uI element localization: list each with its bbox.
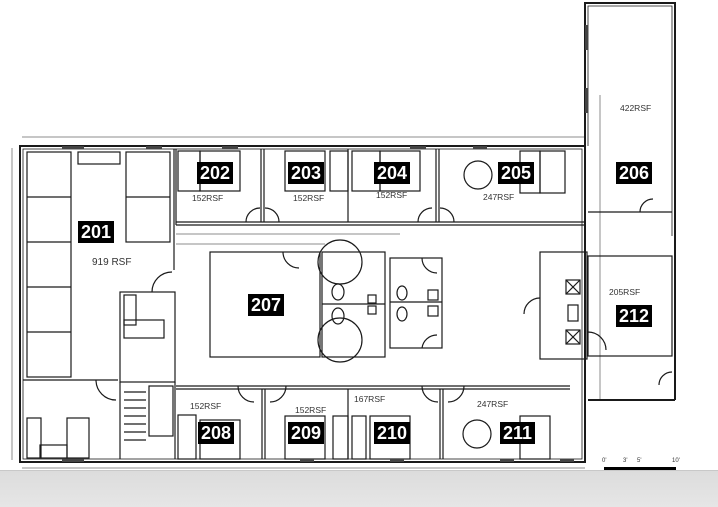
exterior-wall-206 — [584, 2, 676, 236]
room-211-area: 247RSF — [477, 399, 509, 409]
room-205-label: 205 — [498, 162, 535, 184]
room-201-area: 919 RSF — [92, 257, 132, 268]
room-210-area: 167RSF — [354, 394, 386, 404]
scale-tick-0: 0' — [602, 458, 607, 464]
footer-bar — [0, 470, 718, 507]
room-207-label: 207 — [248, 294, 285, 316]
room-206-area: 422RSF — [620, 103, 652, 113]
room-210-label: 210 — [374, 422, 411, 444]
room-204-label: 204 — [374, 162, 411, 184]
room-208-label: 208 — [198, 422, 235, 444]
room-204-area: 152RSF — [376, 190, 408, 200]
room-212-label: 212 — [616, 305, 653, 327]
scale-tick-3: 3' — [623, 458, 628, 464]
room-205-area: 247RSF — [483, 192, 515, 202]
room-208-area: 152RSF — [190, 401, 222, 411]
room-202-area: 152RSF — [192, 193, 224, 203]
floor-plan — [11, 2, 676, 470]
room-209-label: 209 — [288, 422, 325, 444]
scale-bar — [604, 467, 676, 470]
room-202-label: 202 — [197, 162, 234, 184]
room-203-area: 152RSF — [293, 193, 325, 203]
scale-tick-5: 5' — [637, 458, 642, 464]
room-209-area: 152RSF — [295, 405, 327, 415]
scale-tick-10: 10' — [672, 458, 680, 464]
room-203-label: 203 — [288, 162, 325, 184]
room-211-label: 211 — [500, 422, 536, 444]
room-206-label: 206 — [616, 162, 653, 184]
room-212-area: 205RSF — [609, 287, 641, 297]
room-201-label: 201 — [78, 221, 115, 243]
